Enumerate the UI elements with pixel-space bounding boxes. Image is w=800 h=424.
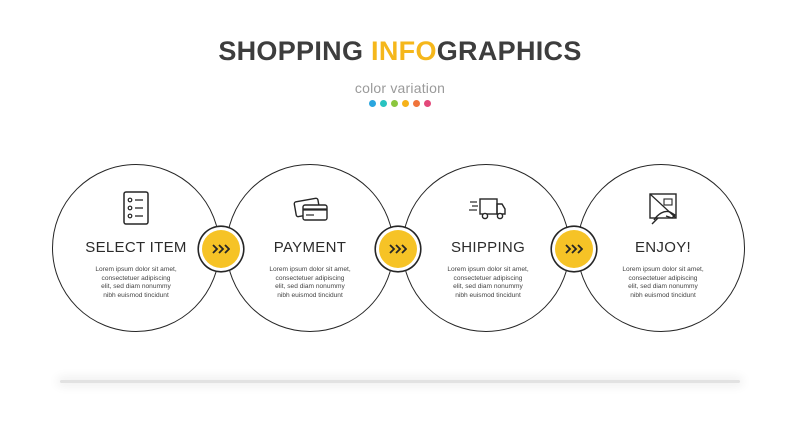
connector-3: [555, 230, 593, 268]
subtitle: color variation: [354, 80, 446, 96]
step-description-2: Lorem ipsum dolor sit amet, consectetuer…: [240, 266, 380, 300]
connector-1: [202, 230, 240, 268]
step-label-select-item: SELECT ITEM: [85, 239, 187, 256]
step-label-shipping: SHIPPING: [450, 239, 526, 256]
step-label-payment: PAYMENT: [273, 239, 347, 256]
package-hand-icon: [644, 190, 684, 230]
description-line: elit, sed diam nonummy: [628, 283, 698, 291]
description-line: nibh euismod tincidunt: [103, 291, 169, 299]
description-line: Lorem ipsum dolor sit amet,: [269, 266, 351, 273]
chevrons-right-icon: [565, 244, 583, 254]
title-accent: INFO: [371, 36, 437, 66]
description-line: elit, sed diam nonummy: [453, 283, 523, 291]
description-line: nibh euismod tincidunt: [630, 291, 696, 299]
delivery-truck-icon: [468, 190, 508, 230]
chevrons-right-icon: [212, 244, 230, 254]
credit-card-icon: [291, 190, 331, 230]
infographic-title: SHOPPING INFOGRAPHICS: [0, 36, 800, 67]
step-description-3: Lorem ipsum dolor sit amet, consectetuer…: [418, 266, 558, 300]
description-line: consectetuer adipiscing: [628, 274, 698, 282]
description-line: elit, sed diam nonummy: [101, 283, 171, 291]
chevrons-right-icon: [389, 244, 407, 254]
color-dot-teal: [380, 100, 387, 107]
color-dot-yellow: [402, 100, 409, 107]
step-description-1: Lorem ipsum dolor sit amet, consectetuer…: [66, 266, 206, 300]
description-line: nibh euismod tincidunt: [277, 291, 343, 299]
description-line: Lorem ipsum dolor sit amet,: [447, 266, 529, 273]
color-variation-dots: [0, 100, 800, 107]
description-line: elit, sed diam nonummy: [275, 283, 345, 291]
description-line: Lorem ipsum dolor sit amet,: [622, 266, 704, 273]
step-label-enjoy: ENJOY!: [635, 239, 691, 256]
description-line: consectetuer adipiscing: [101, 274, 171, 282]
title-part-2: GRAPHICS: [436, 36, 582, 66]
color-dot-orange: [413, 100, 420, 107]
ground-shadow: [60, 380, 740, 383]
description-line: nibh euismod tincidunt: [455, 291, 521, 299]
description-line: consectetuer adipiscing: [275, 274, 345, 282]
color-dot-green: [391, 100, 398, 107]
description-line: consectetuer adipiscing: [453, 274, 523, 282]
description-line: Lorem ipsum dolor sit amet,: [95, 266, 177, 273]
title-part-1: SHOPPING: [218, 36, 372, 66]
step-description-4: Lorem ipsum dolor sit amet, consectetuer…: [593, 266, 733, 300]
connector-2: [379, 230, 417, 268]
color-dot-blue: [369, 100, 376, 107]
checklist-icon: [116, 190, 156, 230]
color-dot-pink: [424, 100, 431, 107]
